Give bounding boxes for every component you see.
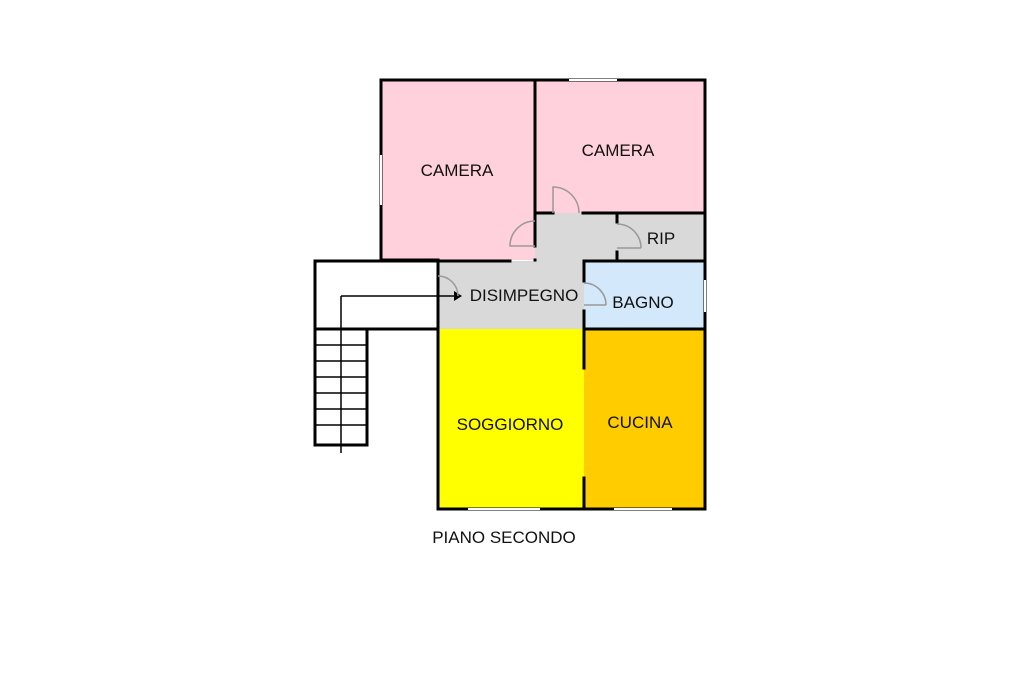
room-cucina	[584, 329, 705, 509]
door-entrance	[437, 275, 459, 297]
door-camera-right	[552, 186, 580, 214]
door-swings	[437, 186, 642, 306]
door-bagno	[583, 282, 607, 306]
plan-caption: PIANO SECONDO	[432, 528, 576, 547]
label-disimpegno: DISIMPEGNO	[470, 286, 579, 305]
stair-direction-arrow	[340, 295, 456, 453]
label-bagno: BAGNO	[612, 293, 673, 312]
label-camera-right: CAMERA	[582, 141, 655, 160]
room-camera-left	[381, 80, 535, 260]
label-camera-left: CAMERA	[421, 161, 494, 180]
room-camera-right	[535, 80, 705, 213]
room-soggiorno	[438, 329, 584, 509]
label-ripostiglio: RIP	[647, 229, 675, 248]
door-camera-left	[509, 220, 536, 247]
label-cucina: CUCINA	[607, 413, 673, 432]
door-ripostiglio	[616, 223, 642, 249]
stair-landing	[313, 259, 440, 331]
label-soggiorno: SOGGIORNO	[457, 415, 564, 434]
room-ripostiglio	[617, 213, 705, 261]
room-disimpegno	[438, 213, 617, 329]
windows	[380, 79, 706, 510]
